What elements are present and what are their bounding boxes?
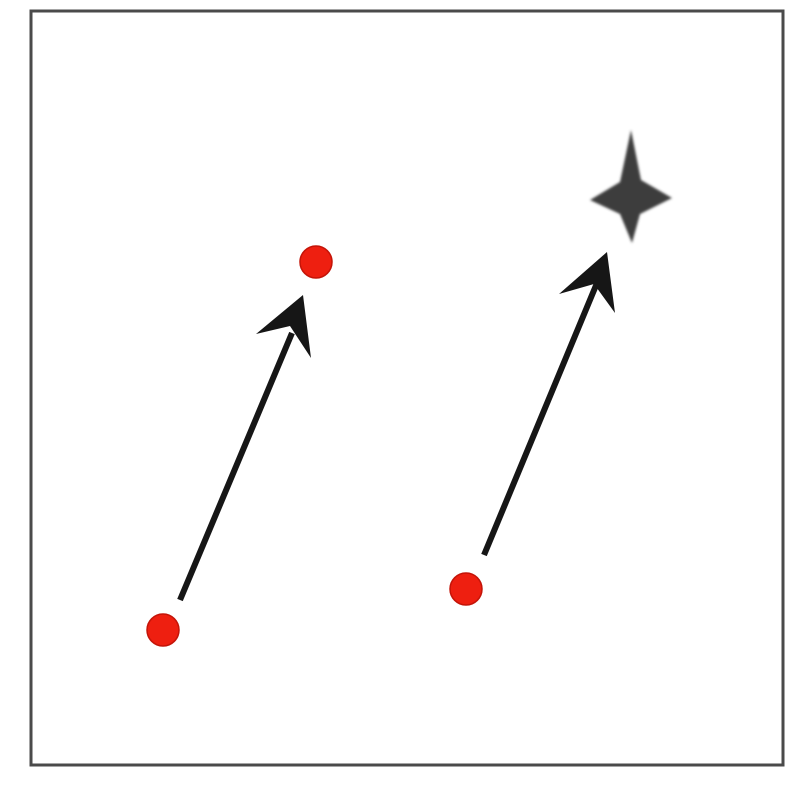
left-end-point [299, 245, 333, 279]
left-vector-group [146, 245, 333, 647]
right-start-point [449, 572, 483, 606]
right-arrow-head [559, 252, 615, 313]
blob-core [613, 182, 647, 216]
left-start-point [146, 613, 180, 647]
right-arrow-shaft [481, 281, 600, 557]
right-end-blob [590, 130, 672, 243]
left-arrow-head [256, 295, 311, 358]
left-arrow-shaft [177, 331, 295, 602]
right-vector-group [449, 130, 672, 606]
diagram-frame [29, 9, 785, 767]
